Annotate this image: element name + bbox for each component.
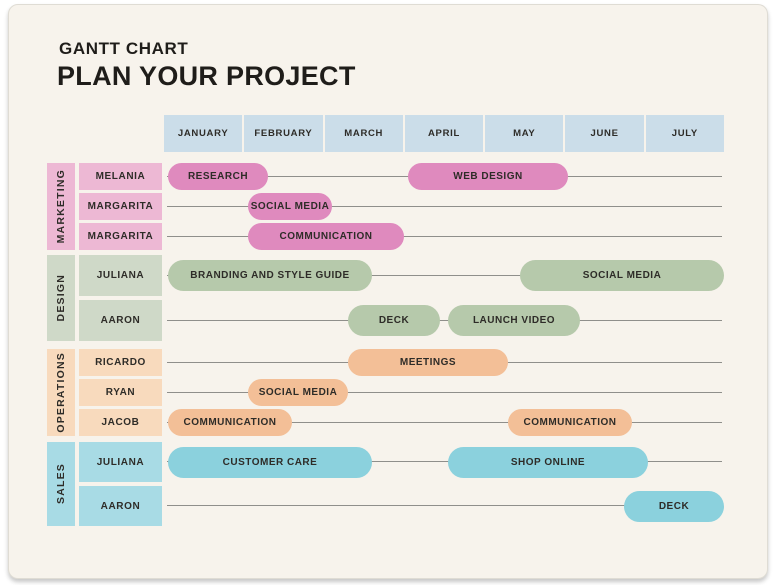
task-bar: COMMUNICATION [248,223,404,250]
row-timeline [167,505,722,506]
task-bar: SOCIAL MEDIA [248,193,332,220]
row-timeline [167,391,722,393]
task-bar: DECK [624,490,724,522]
group-label-design: DESIGN [47,255,75,341]
row-timeline [167,205,722,207]
task-bar: MEETINGS [348,349,508,376]
task-bar: SOCIAL MEDIA [248,379,348,406]
task-bar: COMMUNICATION [508,409,632,436]
group-label-text: MARKETING [55,169,67,244]
row-timeline [167,274,722,276]
person-cell: MARGARITA [79,193,162,220]
chart-eyebrow: GANTT CHART [59,39,189,58]
person-cell: JULIANA [79,255,162,296]
group-label-text: SALES [55,463,67,505]
task-bar: SHOP ONLINE [448,446,648,478]
task-bar: WEB DESIGN [408,163,568,190]
row-timeline [167,319,722,321]
group-label-sales: SALES [47,442,75,526]
month-header-may: MAY [485,115,564,152]
person-cell: MELANIA [79,163,162,190]
person-cell: RICARDO [79,349,162,376]
row-timeline [167,461,722,462]
page-title: PLAN YOUR PROJECT [57,61,356,91]
task-bar: LAUNCH VIDEO [448,305,580,336]
task-bar: CUSTOMER CARE [168,446,372,478]
person-cell: RYAN [79,379,162,406]
task-bar: COMMUNICATION [168,409,292,436]
row-timeline [167,421,722,423]
month-header-july: JULY [645,115,724,152]
task-bar: SOCIAL MEDIA [520,260,724,291]
month-header-january: JANUARY [164,115,243,152]
task-bar: RESEARCH [168,163,268,190]
month-header-february: FEBRUARY [244,115,323,152]
month-header-june: JUNE [565,115,644,152]
task-bar: DECK [348,305,440,336]
month-header-march: MARCH [324,115,403,152]
person-cell: AARON [79,300,162,341]
person-cell: JACOB [79,409,162,436]
person-cell: AARON [79,486,162,526]
group-label-operations: OPERATIONS [47,349,75,436]
group-label-marketing: MARKETING [47,163,75,250]
group-label-text: DESIGN [55,274,67,322]
person-cell: MARGARITA [79,223,162,250]
person-cell: JULIANA [79,442,162,482]
row-timeline [167,235,722,237]
task-bar: BRANDING AND STYLE GUIDE [168,260,372,291]
group-label-text: OPERATIONS [55,352,67,433]
month-header-april: APRIL [404,115,484,152]
